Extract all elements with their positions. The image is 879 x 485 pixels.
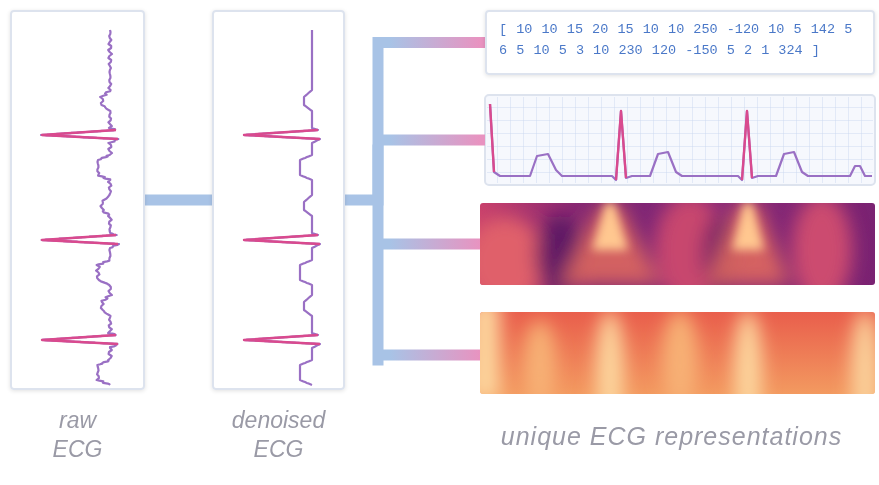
panel-caption: raw ECG [53, 406, 103, 464]
qrs-spike [244, 235, 320, 244]
qrs-spike [42, 235, 118, 244]
qrs-spike [42, 130, 118, 139]
heatmap-dark [480, 203, 875, 285]
connector [345, 43, 485, 201]
array-box: [ 10 10 15 20 15 10 10 250 -120 10 5 142… [485, 10, 875, 75]
ecg-panel: raw ECG [10, 10, 145, 390]
bracket [378, 140, 485, 360]
array-text: [ 10 10 15 20 15 10 10 250 -120 10 5 142… [487, 12, 873, 70]
connector [145, 195, 212, 206]
ecg-trace [244, 30, 320, 385]
raw-waveform [41, 30, 119, 385]
qrs-spike [244, 335, 320, 344]
panel-caption: denoised ECG [232, 406, 325, 464]
qrs-spike [42, 335, 118, 344]
ecg-trace [41, 30, 119, 385]
heatmap-light [480, 312, 875, 394]
denoised-waveform [244, 30, 320, 385]
ecg-panel: denoised ECG [212, 10, 345, 390]
qrs-spike [244, 130, 320, 139]
grid-ecg-panel [485, 95, 875, 185]
section-label: unique ECG representations [468, 422, 875, 451]
